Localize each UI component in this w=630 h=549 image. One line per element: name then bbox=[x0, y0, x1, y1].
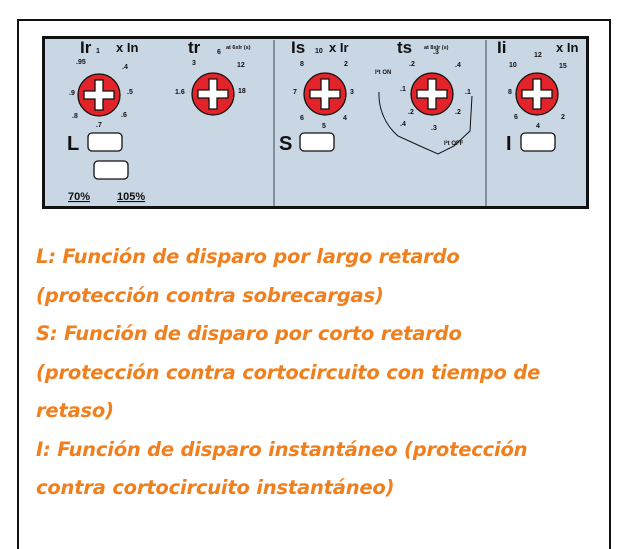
ir-unit: x In bbox=[116, 40, 138, 55]
ir-scale-4: .4 bbox=[122, 64, 128, 71]
ir-scale-5: .5 bbox=[127, 89, 133, 96]
ii-scale-6: 6 bbox=[514, 114, 518, 121]
ts-scale-top-2: .2 bbox=[409, 61, 415, 68]
section-s-label: S bbox=[279, 133, 292, 155]
tr-note: at 6xIr (s) bbox=[226, 45, 251, 51]
ts-scale-bottom-4: .4 bbox=[400, 121, 406, 128]
ii-scale-4: 4 bbox=[536, 123, 540, 130]
l-indicator-led bbox=[87, 132, 123, 152]
is-scale-6: 6 bbox=[300, 115, 304, 122]
ts-i2t-arc bbox=[378, 91, 473, 155]
ii-label: Ii bbox=[497, 38, 506, 57]
ts-note: at 8xIr (s) bbox=[424, 45, 449, 51]
ts-i2t-on-label: I²t ON bbox=[375, 69, 391, 76]
tr-label: tr bbox=[188, 38, 201, 57]
tr-knob[interactable] bbox=[191, 72, 235, 116]
ir-scale-7: .7 bbox=[96, 122, 102, 129]
ii-scale-15: 15 bbox=[559, 63, 567, 70]
ir-scale-8: .8 bbox=[72, 113, 78, 120]
ii-scale-10: 10 bbox=[509, 62, 517, 69]
ts-scale-top-3: .3 bbox=[433, 49, 439, 56]
is-label: Is bbox=[291, 38, 305, 57]
l-indicator-led-2 bbox=[93, 160, 129, 180]
caption-i-title: I: Función de disparo instantáneo (prote… bbox=[36, 437, 528, 461]
tr-scale-3: 3 bbox=[192, 60, 196, 67]
ii-knob[interactable] bbox=[515, 72, 559, 116]
is-scale-7: 7 bbox=[293, 89, 297, 96]
caption-i-detail: contra cortocircuito instantáneo) bbox=[36, 476, 395, 499]
ir-scale-9: .9 bbox=[69, 90, 75, 97]
is-scale-8: 8 bbox=[300, 61, 304, 68]
tr-scale-18: 18 bbox=[238, 88, 246, 95]
is-scale-3: 3 bbox=[350, 89, 354, 96]
s-indicator-led bbox=[299, 132, 335, 152]
ts-scale-bottom-3: .3 bbox=[431, 125, 437, 132]
is-scale-4: 4 bbox=[343, 115, 347, 122]
ir-knob[interactable] bbox=[77, 73, 121, 117]
is-unit: x Ir bbox=[329, 40, 349, 55]
ir-label: Ir bbox=[80, 38, 92, 57]
ir-dial[interactable]: Ir x In .95 1 .4 .5 .6 .7 .8 .9 bbox=[69, 38, 138, 129]
caption-s-title: S: Función de disparo por corto retardo bbox=[36, 322, 462, 345]
is-dial[interactable]: Is x Ir 8 10 2 3 4 5 6 7 bbox=[291, 38, 354, 130]
ii-scale-12: 12 bbox=[534, 52, 542, 59]
ir-scale-6: .6 bbox=[121, 112, 127, 119]
ii-dial[interactable]: Ii x In 10 12 15 8 2 6 4 bbox=[497, 38, 578, 130]
trip-unit-panel: Ir x In .95 1 .4 .5 .6 .7 .8 .9 tr at 6x… bbox=[42, 36, 589, 209]
section-l-label: L bbox=[67, 133, 79, 155]
tr-scale-1-6: 1.6 bbox=[175, 89, 185, 96]
tr-scale-12: 12 bbox=[237, 62, 245, 69]
ts-i2t-off-label: I²t OFF bbox=[444, 140, 464, 147]
tr-dial[interactable]: tr at 6xIr (s) 3 6 12 18 1.6 bbox=[175, 38, 251, 116]
ts-label: ts bbox=[397, 38, 412, 57]
ts-scale-left-1: .1 bbox=[400, 86, 406, 93]
is-scale-2: 2 bbox=[344, 61, 348, 68]
caption-l-title: L: Función de disparo por largo retardo bbox=[36, 245, 460, 268]
figure-frame bbox=[17, 19, 611, 549]
caption-l-detail: (protección contra sobrecargas) bbox=[36, 283, 384, 307]
ts-scale-right-1: .1 bbox=[465, 89, 471, 96]
ts-dial[interactable]: ts at 8xIr (s) I²t ON .3 .2 .4 .1 .2 .1 … bbox=[375, 38, 473, 155]
caption-s-detail-cont: retaso) bbox=[36, 399, 114, 422]
ii-scale-2: 2 bbox=[561, 114, 565, 121]
ts-knob[interactable] bbox=[410, 72, 454, 116]
ts-scale-top-4: .4 bbox=[455, 62, 461, 69]
caption-block: L: Función de disparo por largo retardo … bbox=[36, 238, 596, 508]
section-i-label: I bbox=[506, 133, 512, 155]
ii-unit: x In bbox=[556, 40, 578, 55]
ii-scale-8: 8 bbox=[508, 89, 512, 96]
pct-70-label: 70% bbox=[68, 191, 90, 203]
ir-scale-1: 1 bbox=[96, 48, 100, 55]
ir-scale-95: .95 bbox=[76, 59, 86, 66]
ts-scale-right-2: .2 bbox=[455, 109, 461, 116]
pct-105-label: 105% bbox=[117, 191, 145, 203]
ts-scale-left-2: .2 bbox=[408, 109, 414, 116]
caption-s-detail: (protección contra cortocircuito con tie… bbox=[36, 360, 541, 384]
i-indicator-led bbox=[520, 132, 556, 152]
panel-background bbox=[42, 36, 589, 209]
is-knob[interactable] bbox=[303, 72, 347, 116]
is-scale-5: 5 bbox=[322, 123, 326, 130]
tr-scale-6: 6 bbox=[217, 49, 221, 56]
is-scale-10: 10 bbox=[315, 48, 323, 55]
